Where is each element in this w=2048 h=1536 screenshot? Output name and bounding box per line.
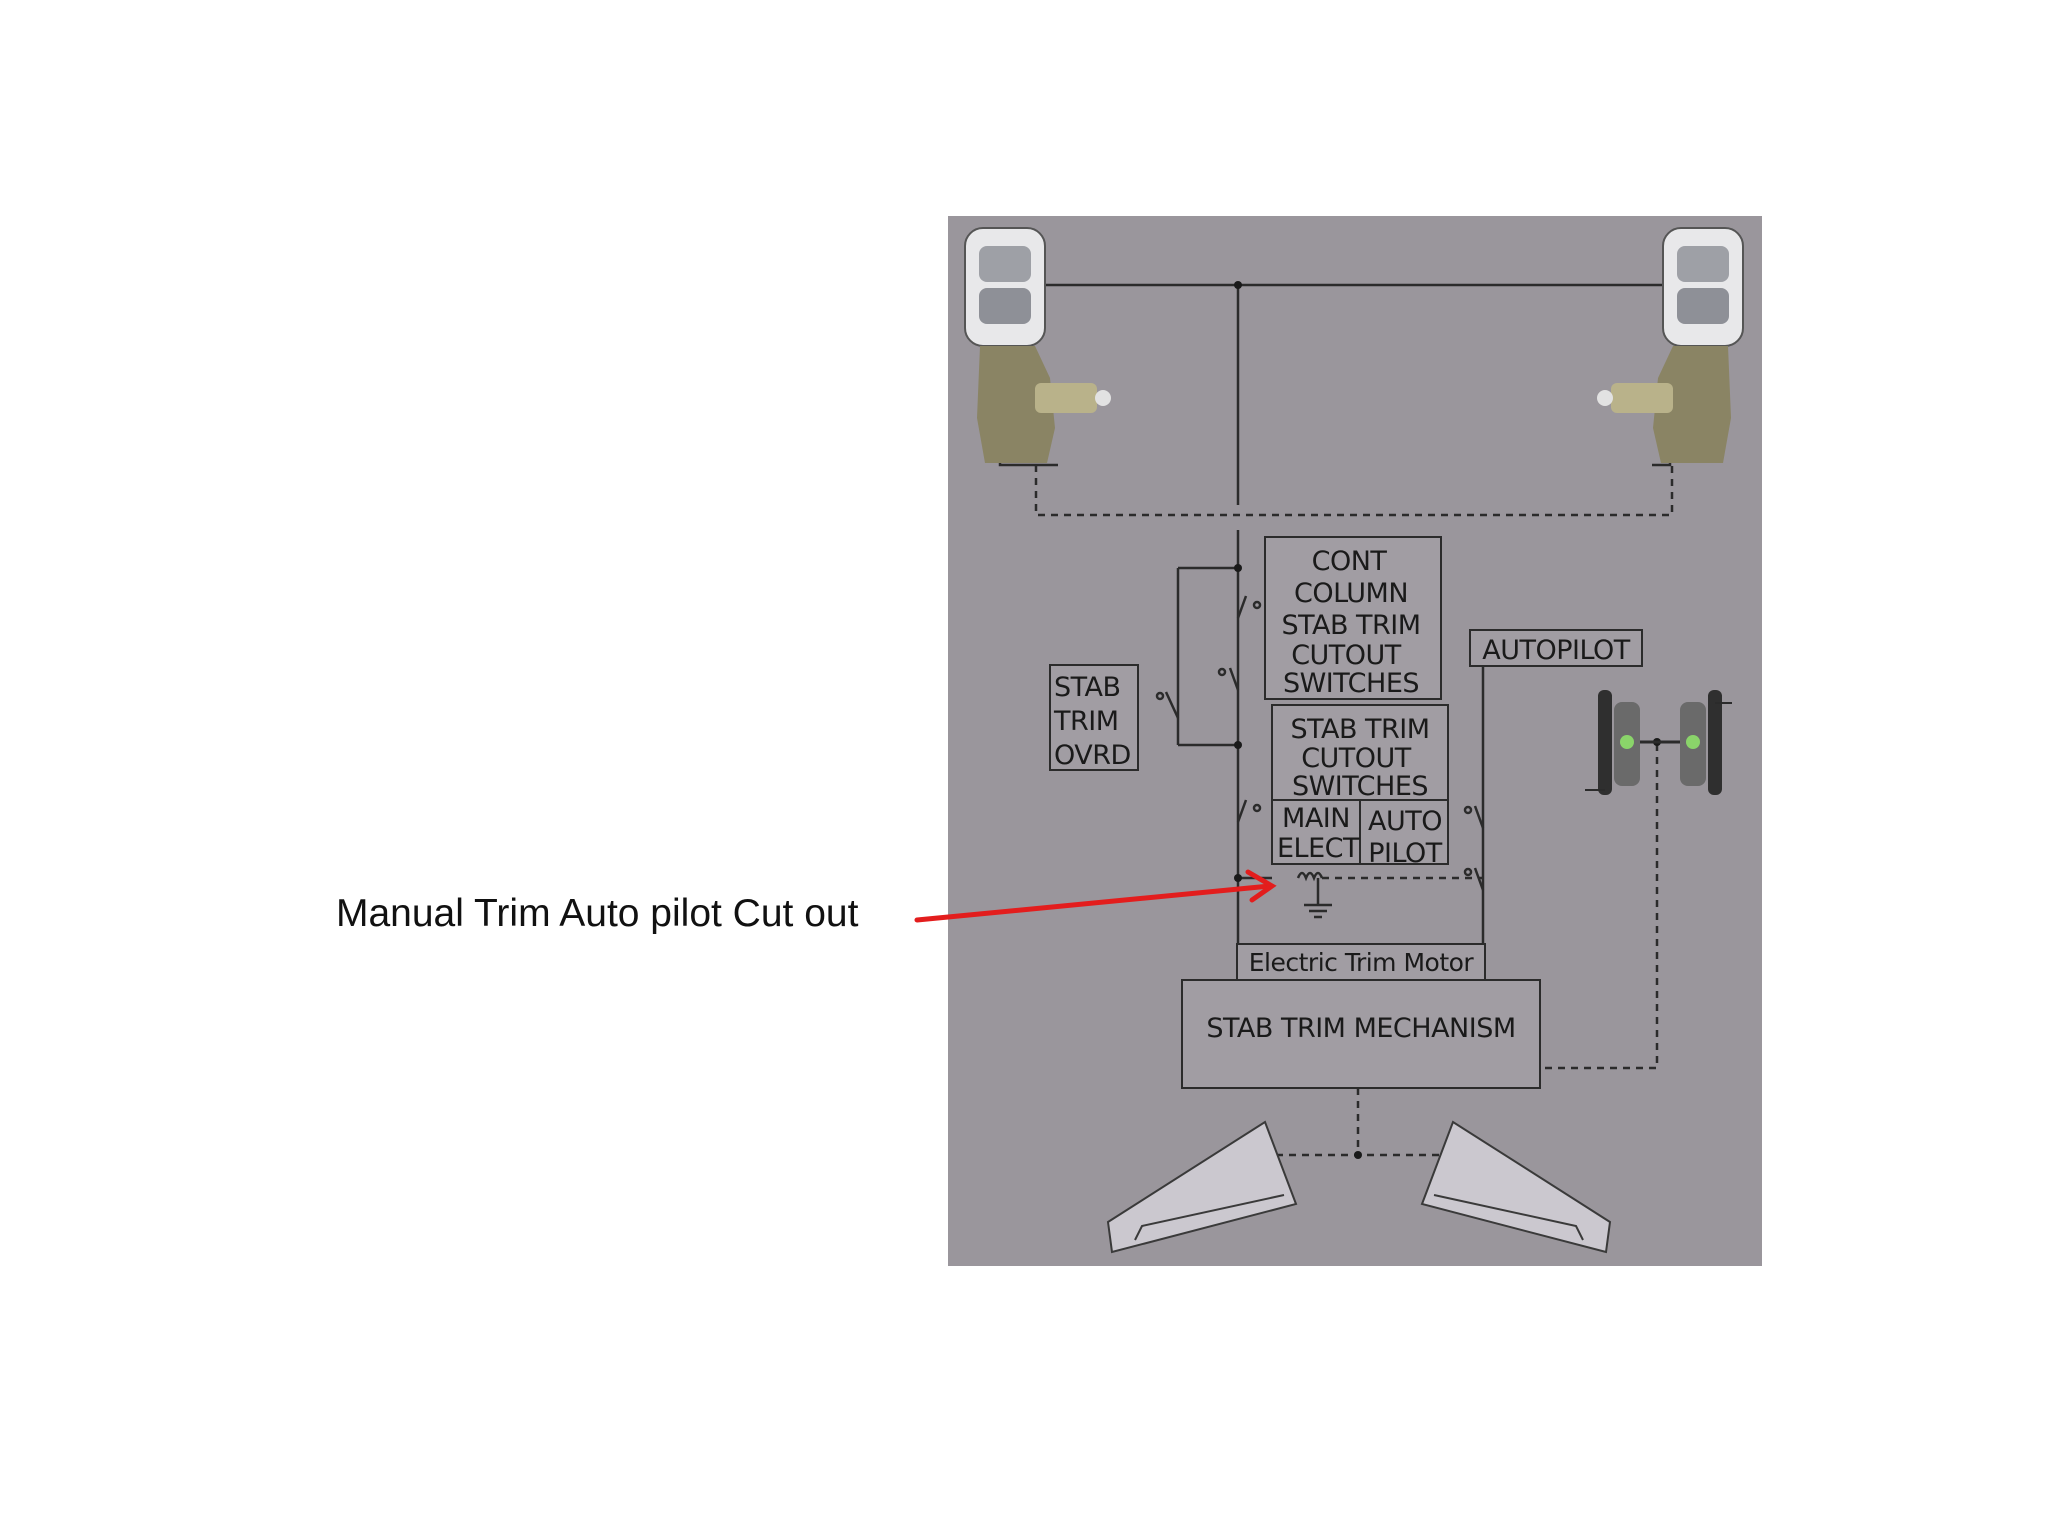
- main-elect-label-1: MAIN: [1282, 803, 1350, 834]
- cont-column-label-4: CUTOUT: [1291, 640, 1402, 671]
- stab-trim-cutout-label-2: CUTOUT: [1301, 743, 1412, 774]
- electric-trim-motor-label: Electric Trim Motor: [1249, 948, 1475, 977]
- stab-trim-ovrd-box: [1049, 664, 1139, 771]
- stab-trim-mechanism-box: [1181, 979, 1541, 1089]
- cont-column-label-1: CONT: [1312, 546, 1388, 577]
- auto-pilot-label-1: AUTO: [1368, 806, 1442, 837]
- trim-switch-handle-icon: [1597, 227, 1744, 463]
- switch-symbols: [1155, 595, 1485, 891]
- cont-column-label-2: COLUMN: [1294, 578, 1408, 609]
- cont-column-label-3: STAB TRIM: [1281, 610, 1420, 641]
- cont-column-label-5: SWITCHES: [1283, 668, 1419, 699]
- auto-pilot-label-2: PILOT: [1368, 838, 1443, 869]
- stab-trim-mechanism-label: STAB TRIM MECHANISM: [1206, 1013, 1515, 1044]
- stabilizer-icon: [1106, 1120, 1298, 1254]
- annotation-label: Manual Trim Auto pilot Cut out: [336, 892, 859, 935]
- stab-trim-ovrd-label-2: TRIM: [1053, 706, 1119, 737]
- main-elect-label-2: ELECT: [1277, 833, 1360, 864]
- stab-trim-cutout-label-1: STAB TRIM: [1290, 714, 1429, 745]
- stabilizer-icon: [1420, 1120, 1612, 1254]
- stab-trim-ovrd-label-3: OVRD: [1054, 740, 1131, 771]
- stab-trim-cutout-box: [1271, 704, 1449, 801]
- cont-column-box: [1264, 536, 1442, 700]
- auto-pilot-box: [1359, 799, 1449, 865]
- trim-switch-handle-icon: [964, 227, 1111, 463]
- main-elect-box: [1271, 799, 1361, 865]
- label-boxes: [1049, 536, 1643, 1089]
- trim-wheel-icon: [1585, 690, 1732, 795]
- stab-trim-ovrd-label-1: STAB: [1054, 672, 1121, 703]
- annotation-arrow: [914, 869, 1277, 923]
- stab-trim-cutout-label-3: SWITCHES: [1292, 771, 1428, 802]
- autopilot-box: [1469, 629, 1643, 667]
- autopilot-label: AUTOPILOT: [1482, 635, 1631, 666]
